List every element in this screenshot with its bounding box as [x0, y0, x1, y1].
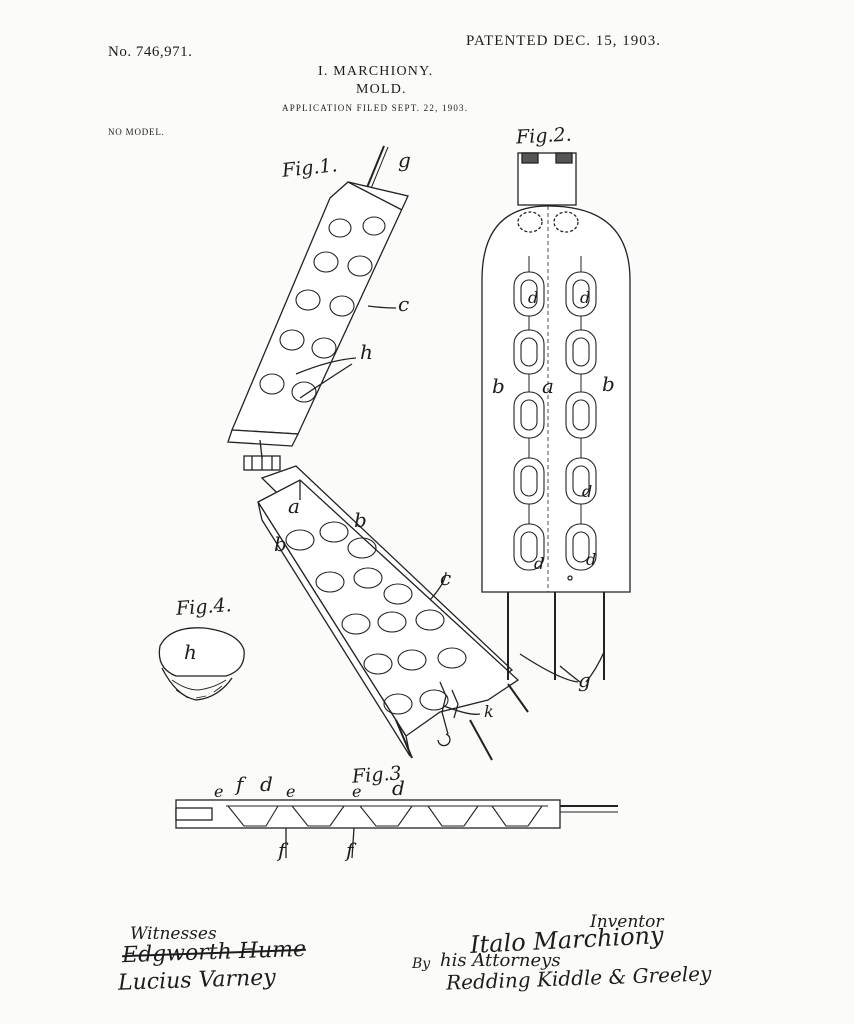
label-d-fig2-5: d: [586, 550, 597, 569]
by-label: By: [412, 956, 431, 972]
inventor-name: I. MARCHIONY.: [318, 64, 434, 79]
patent-number: No. 746,971.: [108, 44, 193, 60]
patented-date: PATENTED DEC. 15, 1903.: [466, 33, 661, 49]
inventor-label: Inventor: [590, 912, 664, 932]
label-c-fig1: c: [398, 292, 410, 316]
label-d-fig3-1: d: [260, 772, 273, 796]
label-b-fig2-left: b: [492, 374, 505, 398]
fig4-title: Fig.4.: [175, 594, 233, 620]
label-f-fig3-3: f: [346, 838, 354, 862]
witnesses-label: Witnesses: [130, 924, 217, 944]
label-g-fig2: g: [578, 668, 591, 692]
label-d-fig2-4: d: [534, 554, 545, 573]
label-d-fig3-2: d: [392, 776, 405, 800]
label-h-fig4: h: [184, 640, 197, 664]
label-a-fig1: a: [288, 494, 300, 518]
label-a-fig2: a: [542, 374, 554, 398]
fig1-drawing: [227, 145, 529, 761]
label-k-fig1: k: [484, 702, 494, 721]
label-b-fig1-right: b: [354, 508, 367, 532]
label-f-fig3-2: f: [278, 838, 286, 862]
fig4-drawing: [158, 627, 245, 701]
label-f-fig3-1: f: [236, 772, 244, 796]
label-g-fig1: g: [398, 148, 411, 172]
patent-title: MOLD.: [356, 82, 407, 97]
fig2-drawing: [481, 152, 631, 683]
application-filed: APPLICATION FILED SEPT. 22, 1903.: [282, 103, 469, 113]
label-e-fig3-1: e: [214, 782, 224, 801]
fig3-drawing: [175, 799, 618, 859]
label-b-fig1-left: b: [274, 532, 287, 556]
label-e-fig3-3: e: [352, 782, 362, 801]
label-c-fig1-tray: c: [440, 566, 452, 590]
attorneys-label: his Attorneys: [440, 950, 561, 971]
label-d-fig2-2: d: [580, 288, 591, 307]
label-h-fig1: h: [360, 340, 373, 364]
no-model-note: NO MODEL.: [108, 127, 165, 137]
label-d-fig2-1: d: [528, 288, 539, 307]
label-e-fig3-2: e: [286, 782, 296, 801]
label-d-fig2-3: d: [582, 482, 593, 501]
fig2-title: Fig.2.: [515, 123, 573, 149]
label-b-fig2-right: b: [602, 372, 615, 396]
